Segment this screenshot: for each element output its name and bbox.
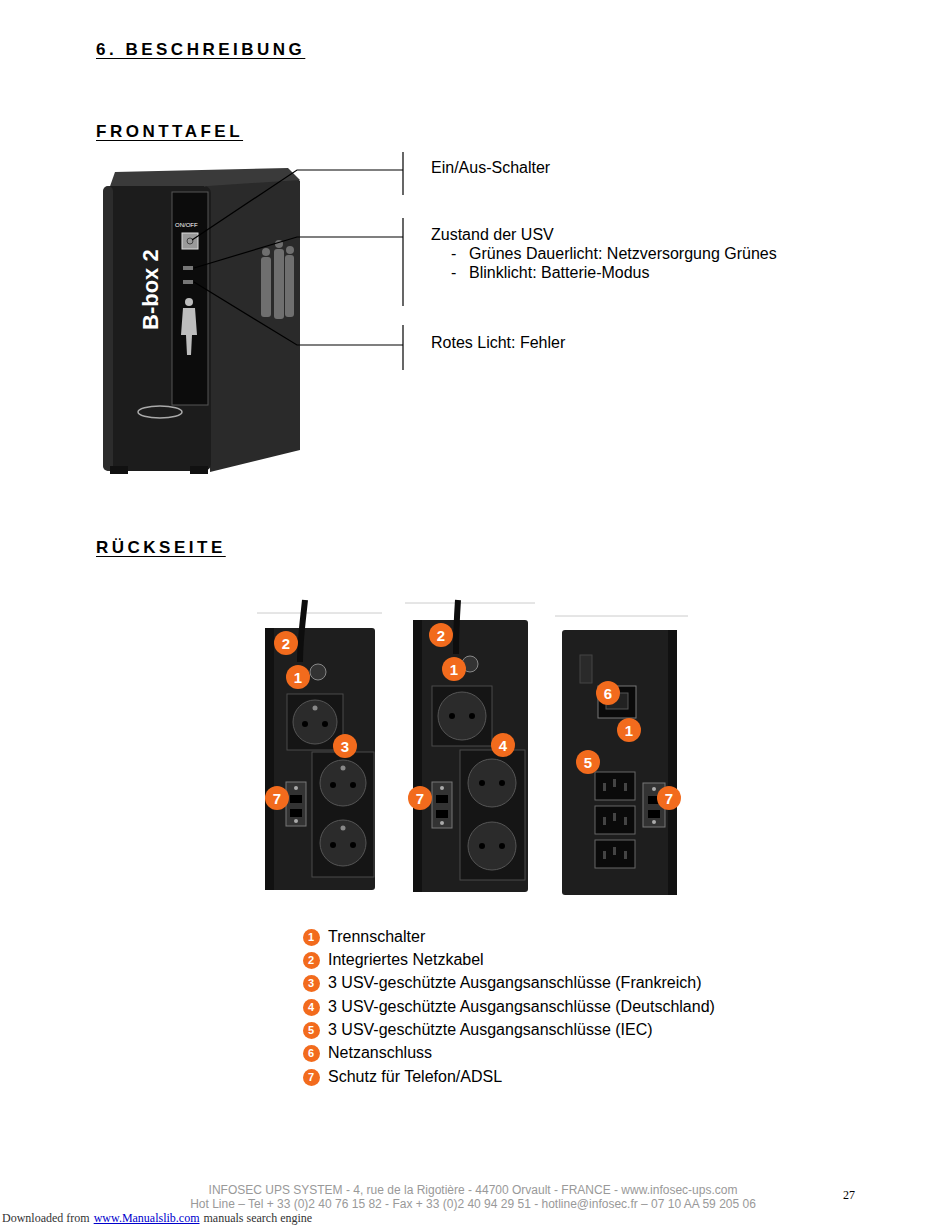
callout-number: 1 [303,929,320,946]
section-title: 6. BESCHREIBUNG [96,40,305,60]
legend-item: Trennschalter [328,928,425,946]
switch-marking: ON/OFF [175,222,198,229]
footer-contact: Hot Line – Tel + 33 (0)2 40 76 15 82 - F… [0,1198,946,1212]
callout-number-text: 7 [416,791,424,806]
callout-number: 7 [265,786,289,810]
footer-address: INFOSEC UPS SYSTEM - 4, rue de la Rigoti… [0,1184,946,1198]
legend-item: 3 USV-geschützte Ausgangsanschlüsse (Deu… [328,998,715,1016]
callout-text: Ein/Aus-Schalter [431,159,550,177]
legend-item: Integriertes Netzkabel [328,951,484,969]
callout-number: 1 [442,657,466,681]
callout-number: 2 [429,623,453,647]
callout-text: Zustand der USV [431,226,554,244]
callout-number: 4 [491,733,515,757]
callout-number: 2 [303,952,320,969]
callout-number-text: 6 [308,1048,314,1059]
callout-number: 2 [274,631,298,655]
download-note: manuals search engine [204,1212,313,1226]
leader-lines [192,152,403,370]
page-number: 27 [843,1189,855,1203]
callout-number: 7 [657,786,681,810]
product-name: B-box 2 [137,250,162,331]
callout-number: 7 [408,786,432,810]
callout-number-text: 2 [282,636,290,651]
legend-item: 3 USV-geschützte Ausgangsanschlüsse (Fra… [328,974,702,992]
legend-item: Schutz für Telefon/ADSL [328,1068,502,1086]
ups-rear-iec [555,616,688,895]
callout-number: 1 [286,665,310,689]
callout-number-text: 5 [584,755,592,770]
callout-text: Blinklicht: Batterie-Modus [469,264,650,282]
callout-number-text: 1 [308,932,314,943]
bullet-dash: - [451,245,456,263]
callout-number-text: 2 [437,628,445,643]
callout-number: 5 [303,1022,320,1039]
callout-text: Grünes Dauerlicht: Netzversorgung Grünes [469,245,777,263]
callout-number: 7 [303,1069,320,1086]
callout-number-text: 1 [294,670,302,685]
callout-number-text: 6 [604,686,612,701]
callout-number-text: 4 [308,1002,314,1013]
callout-number-text: 7 [308,1072,314,1083]
callout-number: 5 [576,750,600,774]
callout-number-text: 7 [273,791,281,806]
callout-number-text: 7 [665,791,673,806]
callout-number: 6 [303,1045,320,1062]
callout-number-text: 3 [308,978,314,989]
download-note: Downloaded from [2,1212,90,1226]
callout-number-text: 1 [450,662,458,677]
callout-number: 6 [596,681,620,705]
callout-number: 4 [303,999,320,1016]
callout-number-text: 4 [499,738,507,753]
ups-rear-germany [405,600,535,892]
callout-number-text: 1 [625,723,633,738]
section-heading: RÜCKSEITE [96,538,226,558]
ups-front-view [103,168,300,474]
legend-item: 3 USV-geschützte Ausgangsanschlüsse (IEC… [328,1021,653,1039]
callout-number-text: 3 [341,739,349,754]
callout-number: 1 [617,718,641,742]
section-heading: FRONTTAFEL [96,122,243,142]
callout-text: Rotes Licht: Fehler [431,334,565,352]
callout-number-text: 5 [308,1025,314,1036]
download-link: www.Manualslib.com [94,1212,200,1226]
callout-number: 3 [303,975,320,992]
legend-item: Netzanschluss [328,1044,432,1062]
bullet-dash: - [451,264,456,282]
ups-rear-france [257,600,382,890]
callout-number-text: 2 [308,955,314,966]
callout-number: 3 [333,734,357,758]
